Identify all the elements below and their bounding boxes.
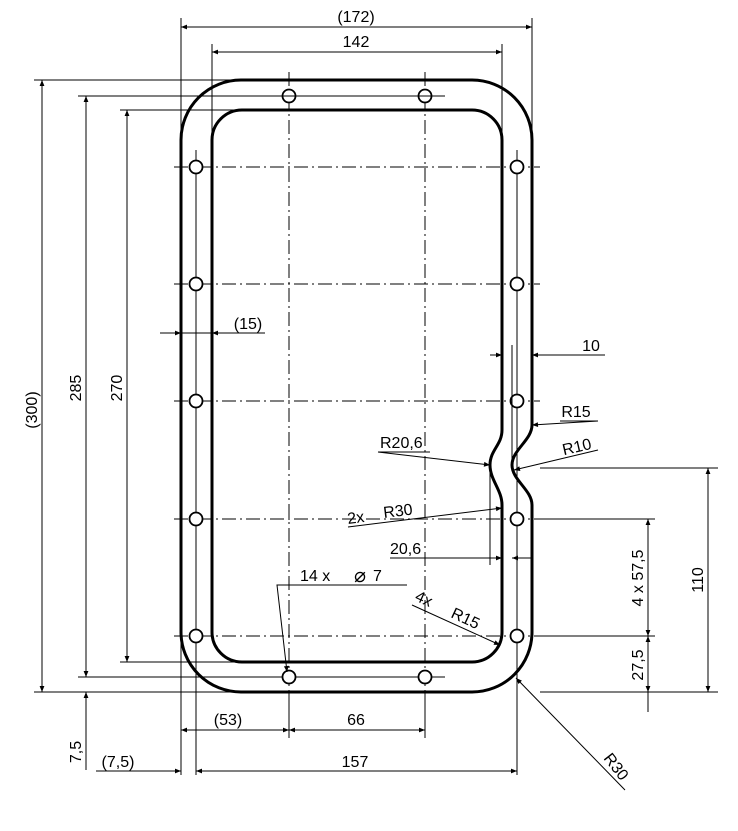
dim-notch-depth: 10 bbox=[582, 338, 600, 355]
dim-edge-offset-horizontal: (7,5) bbox=[102, 754, 135, 771]
dim-flange-width: (15) bbox=[234, 316, 262, 333]
dim-notch-height: 110 bbox=[690, 567, 707, 593]
outer-contour bbox=[179, 78, 534, 694]
dim-notch-outer-radius: R15 bbox=[561, 404, 590, 421]
dim-bottom-hole-offset: 27,5 bbox=[630, 649, 647, 680]
dim-inner-height: 270 bbox=[109, 375, 126, 402]
dim-hole-span-width: 142 bbox=[343, 34, 370, 51]
dim-overall-width: (172) bbox=[337, 9, 374, 26]
dim-bottom-left-offset: (53) bbox=[214, 712, 242, 729]
dim-overall-height: (300) bbox=[24, 391, 41, 428]
dimension-lines bbox=[34, 18, 718, 791]
dim-blend-radius: R30 bbox=[382, 502, 413, 522]
bolt-holes bbox=[188, 88, 525, 685]
dim-outer-corner-radius: R30 bbox=[600, 750, 632, 784]
dim-hole-span-height: 285 bbox=[68, 375, 85, 402]
dim-hole-diameter: 7 bbox=[373, 568, 382, 585]
dim-hole-count: 14 x bbox=[300, 568, 330, 585]
dim-notch-tip-radius: R10 bbox=[561, 436, 594, 459]
dim-edge-offset-vertical: 7,5 bbox=[68, 741, 85, 763]
center-lines bbox=[174, 72, 540, 702]
dim-bottom-hole-spacing: 66 bbox=[347, 712, 365, 729]
dim-hole-pitch: 4 x 57,5 bbox=[630, 549, 647, 606]
dim-notch-inner-radius: R20,6 bbox=[380, 435, 423, 452]
dim-blend-count: 2x bbox=[346, 509, 365, 528]
dim-bottom-hole-span: 157 bbox=[342, 754, 369, 771]
dim-diameter-symbol: ⌀ bbox=[354, 565, 366, 587]
dim-inner-corner-count: 4x bbox=[412, 588, 435, 611]
dim-notch-width: 20,6 bbox=[390, 541, 421, 558]
dimension-labels: (172) 142 (300) 285 270 (15) 10 R15 R10 … bbox=[24, 9, 707, 784]
